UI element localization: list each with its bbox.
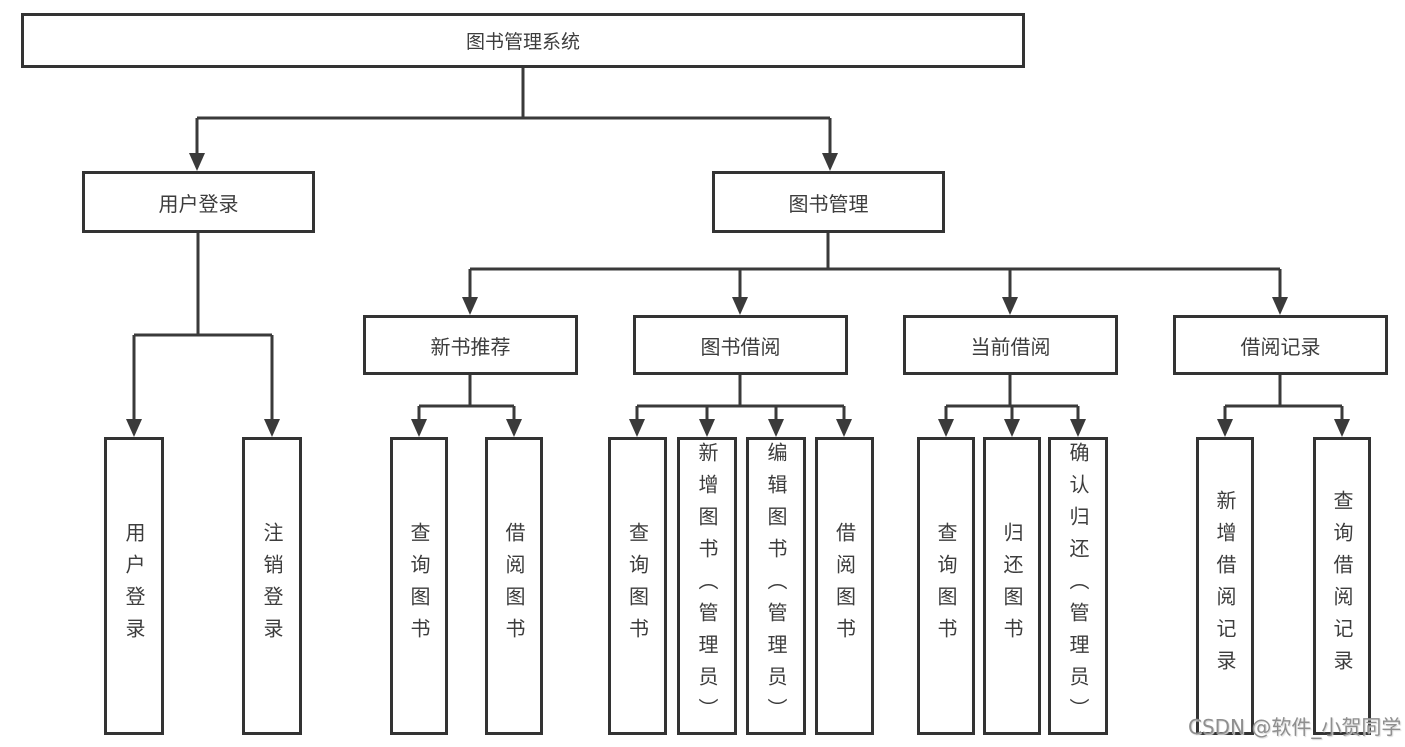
connector-records-to-leaves — [1217, 373, 1350, 437]
connector-borrow-to-leaves — [629, 373, 852, 437]
csdn-watermark: CSDN @软件_小贺同学 — [1188, 715, 1402, 739]
leaf-borrow-query-books-label: 查询图书 — [625, 522, 650, 650]
connector-root-to-level2 — [189, 66, 838, 171]
leaf-borrow-edit-books-admin: 编辑图书（管理员） — [746, 437, 806, 735]
leaf-user-login: 用户登录 — [104, 437, 164, 735]
leaf-records-add-record: 新增借阅记录 — [1196, 437, 1254, 735]
node-book-management: 图书管理 — [712, 171, 945, 233]
node-book-borrow: 图书借阅 — [633, 315, 848, 375]
leaf-current-query-books: 查询图书 — [917, 437, 975, 735]
node-borrow-records-label: 借阅记录 — [1240, 334, 1321, 359]
leaf-recommend-borrow-books: 借阅图书 — [485, 437, 543, 735]
leaf-logout: 注销登录 — [242, 437, 302, 735]
leaf-borrow-borrow-books: 借阅图书 — [815, 437, 874, 735]
connector-current-to-leaves — [938, 373, 1086, 437]
leaf-recommend-borrow-books-label: 借阅图书 — [502, 522, 526, 650]
leaf-records-add-record-label: 新增借阅记录 — [1213, 490, 1237, 682]
node-current-borrow-label: 当前借阅 — [970, 334, 1051, 359]
leaf-user-login-label: 用户登录 — [122, 522, 146, 650]
leaf-borrow-add-books-admin: 新增图书（管理员） — [677, 437, 737, 735]
leaf-records-query-record: 查询借阅记录 — [1313, 437, 1371, 735]
node-user-login: 用户登录 — [82, 171, 315, 233]
leaf-borrow-borrow-books-label: 借阅图书 — [832, 522, 857, 650]
leaf-records-query-record-label: 查询借阅记录 — [1330, 490, 1354, 682]
connector-mgmt-to-level3 — [462, 231, 1288, 315]
node-user-login-label: 用户登录 — [158, 191, 239, 216]
leaf-current-return-books-label: 归还图书 — [1000, 522, 1024, 650]
node-current-borrow: 当前借阅 — [903, 315, 1118, 375]
leaf-current-confirm-return-admin-label: 确认归还（管理员） — [1066, 442, 1090, 730]
node-library-system: 图书管理系统 — [21, 13, 1025, 68]
node-new-book-recommend-label: 新书推荐 — [430, 334, 511, 359]
node-new-book-recommend: 新书推荐 — [363, 315, 578, 375]
leaf-borrow-add-books-admin-label: 新增图书（管理员） — [695, 442, 719, 730]
leaf-recommend-query-books: 查询图书 — [390, 437, 448, 735]
node-book-borrow-label: 图书借阅 — [700, 334, 781, 359]
node-library-system-label: 图书管理系统 — [465, 31, 580, 53]
leaf-current-query-books-label: 查询图书 — [934, 522, 958, 650]
leaf-borrow-query-books: 查询图书 — [608, 437, 667, 735]
node-book-management-label: 图书管理 — [788, 191, 869, 216]
leaf-current-return-books: 归还图书 — [983, 437, 1041, 735]
node-borrow-records: 借阅记录 — [1173, 315, 1388, 375]
connector-recommend-to-leaves — [411, 373, 522, 437]
leaf-recommend-query-books-label: 查询图书 — [407, 522, 431, 650]
leaf-logout-label: 注销登录 — [260, 522, 284, 650]
leaf-current-confirm-return-admin: 确认归还（管理员） — [1048, 437, 1108, 735]
leaf-borrow-edit-books-admin-label: 编辑图书（管理员） — [764, 442, 788, 730]
connector-login-to-leaves — [126, 231, 280, 437]
